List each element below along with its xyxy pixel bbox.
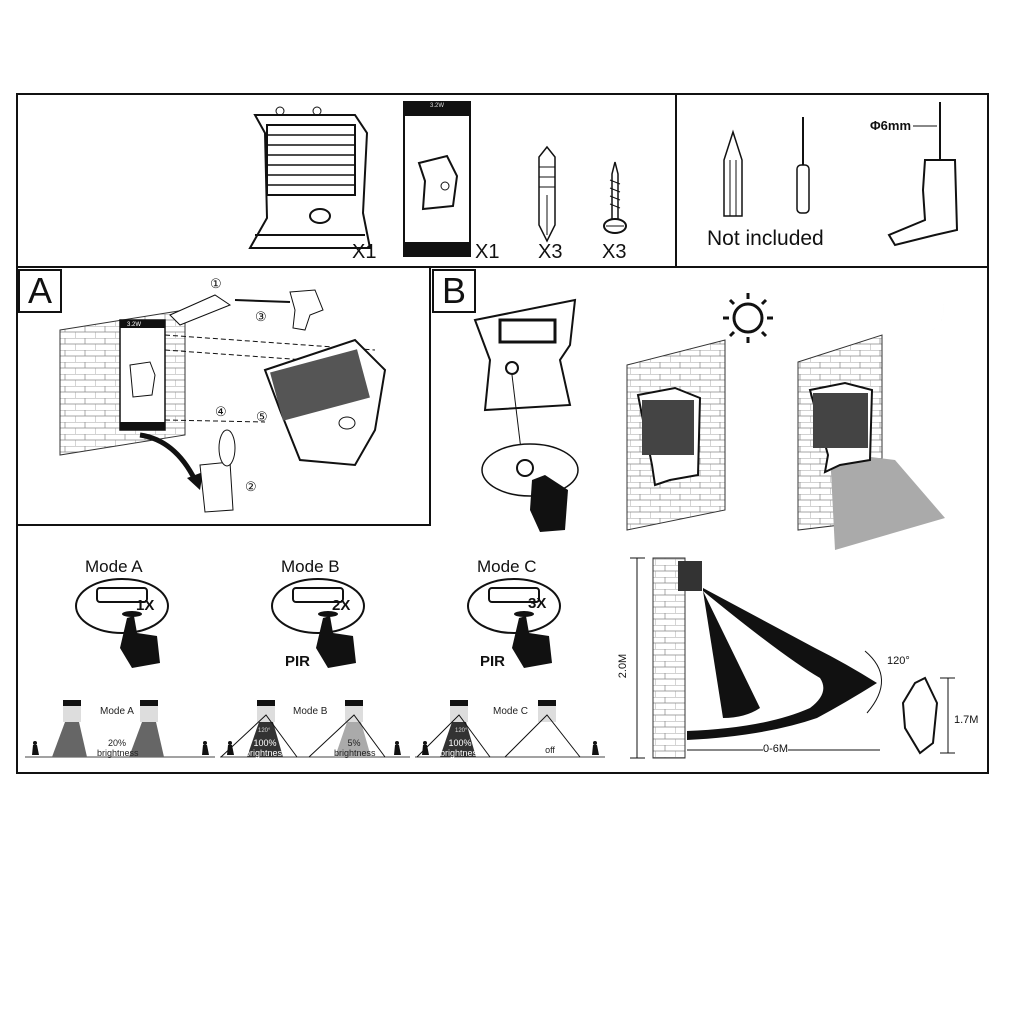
divider: [16, 524, 431, 526]
detection-range: 0-6M: [763, 743, 789, 755]
strip-mode-a-brightness: 20% brightness: [97, 738, 139, 758]
step-1: ①: [210, 276, 222, 291]
step-5: ⑤: [256, 409, 268, 424]
tap-count: 3X: [528, 595, 547, 612]
not-included-label: Not included: [707, 227, 824, 250]
pir-label: PIR: [285, 653, 311, 670]
strip-mode-b-left: 100% brightness: [245, 738, 287, 758]
divider: [429, 266, 431, 526]
divider: [16, 266, 989, 268]
step-4: ④: [215, 404, 227, 419]
drill-bit-size: Φ6mm: [870, 118, 912, 133]
wall-plug-icon: [538, 145, 556, 243]
quantity-label: X1: [475, 241, 500, 263]
strip-angle: 120°: [258, 728, 271, 734]
step-2: ②: [245, 479, 257, 494]
quantity-label: X1: [352, 241, 377, 263]
solar-light-illustration: [248, 106, 372, 249]
instruction-frame: [16, 93, 989, 774]
mode-a-title: Mode A: [85, 557, 143, 576]
quantity-label: X3: [602, 241, 627, 263]
detection-angle: 120°: [887, 655, 910, 667]
strip-mode-b-title: Mode B: [293, 706, 328, 717]
strip-mode-c-left: 100% brightness: [440, 738, 482, 758]
mounting-template-illustration: [403, 101, 471, 257]
mode-strips-illustration: [25, 700, 605, 758]
mode-b-title: Mode B: [281, 557, 340, 576]
mount-height: 2.0M: [617, 653, 630, 679]
template-label: 3.2W: [430, 103, 445, 109]
quantity-label: X3: [538, 241, 563, 263]
drill-icon: [887, 102, 959, 247]
strip-mode-a-title: Mode A: [100, 706, 134, 717]
section-b-label: B: [432, 269, 476, 313]
detection-range-illustration: [630, 557, 955, 759]
divider: [675, 93, 677, 267]
pir-label: PIR: [480, 653, 506, 670]
strip-angle: 120°: [455, 728, 468, 734]
tap-count: 1X: [136, 597, 155, 614]
pencil-icon: [723, 129, 743, 217]
person-height: 1.7M: [954, 714, 979, 726]
installation-b-illustration: [473, 290, 945, 550]
strip-mode-c-title: Mode C: [493, 706, 529, 717]
strip-mode-c-right: off: [545, 745, 555, 755]
template-label: 3.2W: [127, 322, 142, 328]
mode-c-title: Mode C: [477, 557, 537, 576]
section-a-label: A: [18, 269, 62, 313]
tap-count: 2X: [332, 597, 351, 614]
step-3: ③: [255, 309, 267, 324]
installation-a-illustration: [59, 289, 387, 513]
screwdriver-icon: [796, 117, 810, 214]
screw-icon: [603, 161, 627, 234]
strip-mode-b-right: 5% brightness: [334, 738, 376, 758]
mode-buttons-illustration: [75, 578, 561, 669]
